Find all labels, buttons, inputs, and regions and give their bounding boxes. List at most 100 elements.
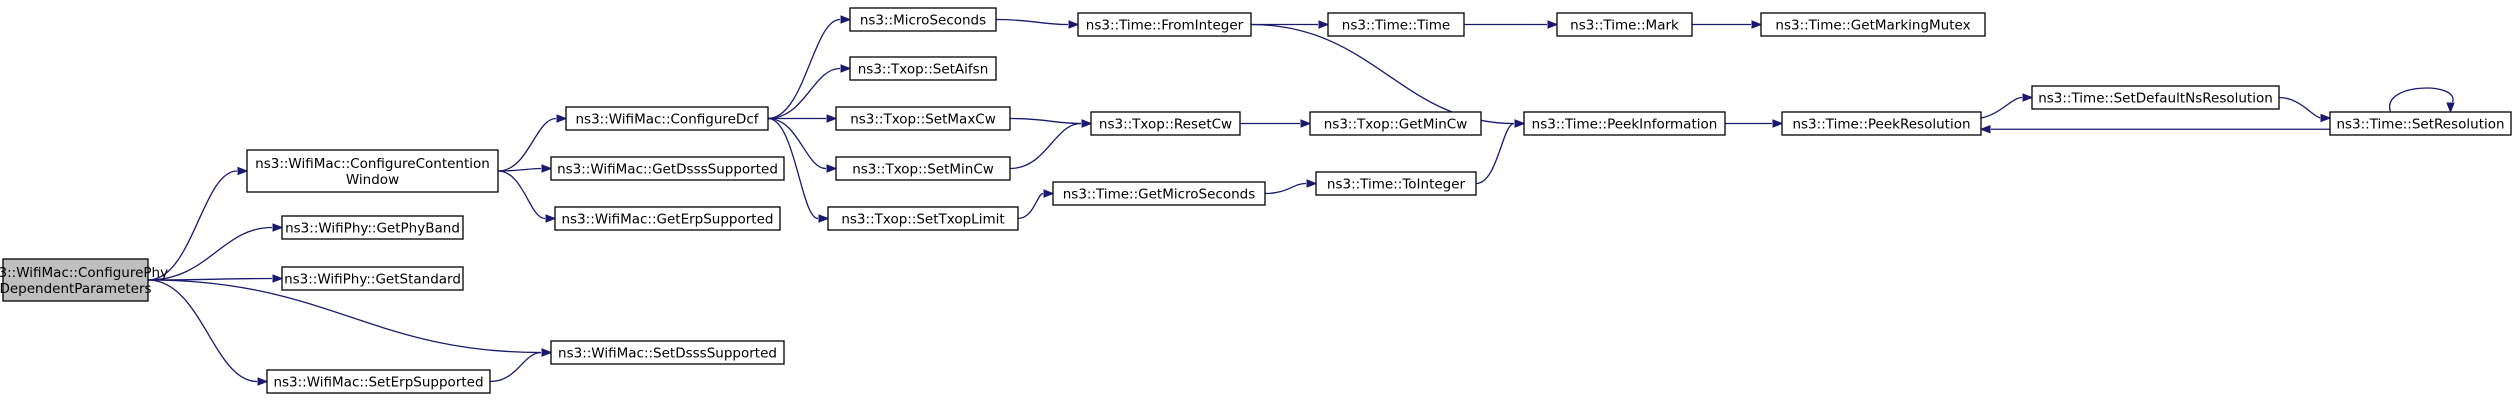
edge-arrowhead (2446, 102, 2455, 114)
node-label: ns3::WifiMac::SetErpSupported (273, 375, 483, 391)
node-box (1556, 12, 1693, 37)
edge-cw-to-dcf (497, 114, 568, 172)
node-setdsss[interactable]: ns3::WifiMac::SetDsssSupported (550, 340, 785, 365)
edge-line (2278, 96, 2321, 119)
node-label: ns3::Txop::SetAifsn (858, 62, 989, 78)
edge-micro-to-fromint (995, 18, 1080, 29)
node-label: ns3::Time::Time (1342, 18, 1450, 34)
node-aifsn[interactable]: ns3::Txop::SetAifsn (849, 56, 997, 81)
edge-arrowhead (826, 114, 838, 123)
edge-dcf-to-txop (767, 117, 830, 223)
edge-arrowhead (1043, 189, 1055, 198)
edge-arrowhead (541, 164, 553, 173)
edge-line (767, 67, 841, 120)
edge-peekinfo-to-peekres (1725, 119, 1784, 128)
node-box (835, 156, 1011, 181)
node-label: ns3::Time::GetMicroSeconds (1063, 187, 1256, 203)
node-label: ns3::Time::SetDefaultNsResolution (2038, 91, 2273, 107)
node-txop[interactable]: ns3::Txop::SetTxopLimit (827, 206, 1019, 231)
node-label: ns3::Txop::GetMinCw (1324, 117, 1468, 133)
node-mutex[interactable]: ns3::Time::GetMarkingMutex (1760, 12, 1986, 37)
node-label: ns3::WifiMac::GetDsssSupported (557, 162, 778, 178)
edge-arrowhead (556, 114, 568, 123)
node-getmincw[interactable]: ns3::Txop::GetMinCw (1309, 111, 1482, 136)
node-peekinfo[interactable]: ns3::Time::PeekInformation (1523, 111, 1726, 136)
edge-cw-to-geterp (497, 170, 557, 223)
node-mincw[interactable]: ns3::Txop::SetMinCw (835, 156, 1011, 181)
edge-arrowhead (1514, 119, 1526, 128)
node-band[interactable]: ns3::WifiPhy::GetPhyBand (281, 215, 464, 240)
edge-line (1017, 192, 1044, 220)
edge-txop-to-getmicro (1017, 189, 1055, 220)
node-box (1760, 12, 1986, 37)
node-box (1523, 111, 1726, 136)
node-label: ns3::Txop::SetMinCw (852, 162, 994, 178)
edge-arrowhead (545, 214, 557, 223)
node-time[interactable]: ns3::Time::Time (1327, 12, 1465, 37)
edge-arrowhead (1547, 20, 1559, 29)
node-std[interactable]: ns3::WifiPhy::GetStandard (281, 266, 464, 291)
node-box (281, 215, 464, 240)
edge-arrowhead (2320, 113, 2332, 123)
edges-layer (147, 15, 2455, 386)
node-mark[interactable]: ns3::Time::Mark (1556, 12, 1693, 37)
edge-getmicro-to-toint (1264, 179, 1318, 195)
edge-line (995, 18, 1069, 26)
node-peekres[interactable]: ns3::Time::PeekResolution (1781, 111, 1982, 136)
node-label: ns3::WifiMac::ConfigurePhy (0, 265, 168, 281)
node-box (550, 340, 785, 365)
node-fromint[interactable]: ns3::Time::FromInteger (1077, 12, 1252, 37)
node-micro[interactable]: ns3::MicroSeconds (849, 7, 997, 32)
node-setdef[interactable]: ns3::Time::SetDefaultNsResolution (2031, 85, 2280, 110)
node-label: DependentParameters (0, 281, 152, 297)
node-box (2329, 111, 2512, 136)
node-resetcw[interactable]: ns3::Txop::ResetCw (1090, 111, 1241, 136)
edge-line (1980, 96, 2023, 119)
node-getmicro[interactable]: ns3::Time::GetMicroSeconds (1052, 181, 1266, 206)
edge-seterp-to-setdsss (489, 348, 553, 383)
edge-arrowhead (818, 214, 830, 223)
node-label: ns3::Txop::ResetCw (1099, 117, 1232, 133)
node-box (281, 266, 464, 291)
edge-arrowhead (1300, 119, 1312, 128)
node-label: ns3::WifiMac::ConfigureContention (255, 156, 490, 172)
edge-arrowhead (257, 377, 269, 386)
edge-arrowhead (826, 164, 838, 173)
node-label: ns3::WifiPhy::GetStandard (284, 272, 461, 288)
node-box (246, 149, 499, 193)
edge-arrowhead (1979, 125, 1991, 134)
node-maxcw[interactable]: ns3::Txop::SetMaxCw (835, 106, 1011, 131)
edge-time-to-mark (1464, 20, 1559, 29)
node-box (1309, 111, 1482, 136)
edge-setres-to-setres (2389, 87, 2455, 114)
node-label: ns3::WifiMac::GetErpSupported (562, 212, 774, 228)
node-box (1781, 111, 1982, 136)
edge-root-to-setdsss (147, 279, 553, 357)
node-box (849, 56, 997, 81)
edge-dcf-to-maxcw (768, 114, 838, 123)
node-seterp[interactable]: ns3::WifiMac::SetErpSupported (266, 369, 491, 394)
edge-line (497, 170, 546, 220)
node-root[interactable]: ns3::WifiMac::ConfigurePhyDependentParam… (0, 258, 168, 302)
edge-mincw-to-resetcw (1009, 119, 1093, 170)
node-toint[interactable]: ns3::Time::ToInteger (1315, 171, 1477, 196)
node-box (2, 258, 149, 302)
node-geterp[interactable]: ns3::WifiMac::GetErpSupported (554, 206, 781, 231)
nodes-layer: ns3::WifiMac::ConfigurePhyDependentParam… (0, 7, 2512, 394)
edge-mark-to-mutex (1692, 20, 1763, 29)
node-label: ns3::Time::Mark (1570, 18, 1679, 34)
edge-setres-to-peekres (1979, 125, 2330, 134)
edge-line (147, 226, 273, 281)
edge-root-to-band (147, 223, 284, 281)
node-box (849, 7, 997, 32)
node-label: ns3::Time::ToInteger (1327, 177, 1466, 193)
node-label: Window (346, 172, 399, 188)
edge-peekres-to-setdef (1980, 93, 2034, 119)
edge-line (147, 170, 238, 281)
edge-arrowhead (541, 348, 553, 357)
node-setres[interactable]: ns3::Time::SetResolution (2329, 111, 2512, 136)
node-getdsss[interactable]: ns3::WifiMac::GetDsssSupported (550, 156, 785, 181)
node-dcf[interactable]: ns3::WifiMac::ConfigureDcf (565, 106, 769, 131)
